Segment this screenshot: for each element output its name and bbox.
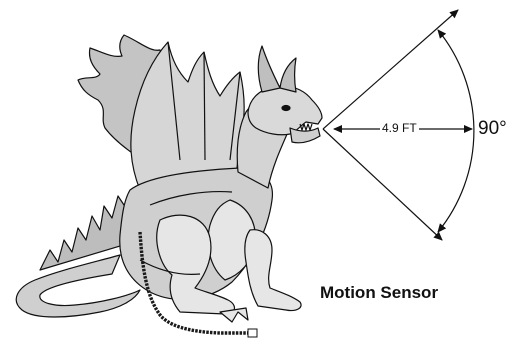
dragon-front-leg — [244, 229, 302, 312]
cone-upper-edge — [322, 9, 459, 130]
cable-plug — [247, 328, 258, 338]
dragon-figure-icon — [15, 34, 323, 323]
dragon-belly — [207, 199, 257, 281]
dragon-jaw — [289, 127, 321, 144]
motion-sensor-label: Motion Sensor — [320, 283, 439, 302]
angle-label: 90° — [478, 118, 507, 139]
dragon-tail — [15, 254, 141, 318]
cone-lower-edge — [322, 128, 443, 241]
distance-label: 4.9 FT — [380, 121, 419, 135]
dragon-eye — [281, 104, 291, 112]
dragon-horn-2 — [279, 57, 297, 93]
dragon-hind-claws — [219, 307, 249, 323]
angle-arc — [437, 29, 475, 233]
dragon-horn — [257, 45, 281, 93]
dragon-hind-leg — [156, 214, 235, 315]
power-cable — [138, 231, 250, 335]
